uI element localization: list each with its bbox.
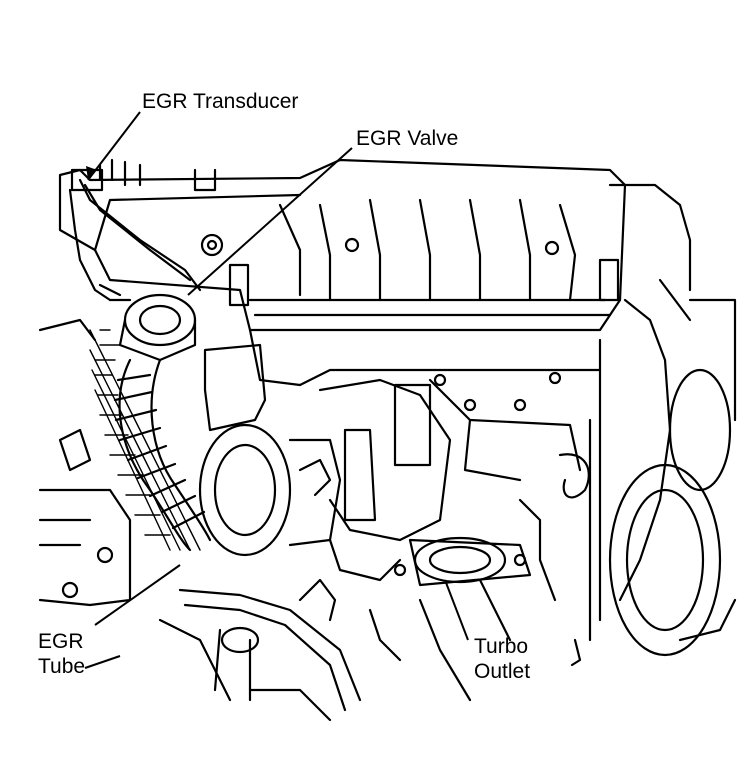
- egr-tube-tail: [84, 655, 121, 669]
- egr-valve-label: EGR Valve: [356, 127, 459, 150]
- egr-valve-leader: [187, 147, 353, 296]
- egr-transducer-arrowhead: [86, 166, 97, 180]
- turbo-outlet-leader: [444, 579, 469, 641]
- egr-tube-label-line2: Tube: [38, 655, 86, 678]
- engine-block: [248, 328, 602, 482]
- turbo-outlet-flange: [393, 536, 532, 587]
- intake-manifold: [58, 158, 627, 332]
- lower-pipes: [158, 578, 472, 722]
- turbo-outlet-label-line2: Outlet: [474, 660, 531, 683]
- turbo-outlet-label-line1: Turbo: [474, 635, 529, 658]
- egr-transducer-hose: [68, 168, 202, 302]
- egr-transducer-leader: [87, 111, 141, 181]
- egr-tube-leader: [94, 564, 181, 626]
- engine-block-right: [588, 183, 737, 657]
- egr-valve-part: [98, 283, 197, 362]
- leader-arrowheads: [86, 166, 97, 180]
- egr-tube-label-line1: EGR: [38, 630, 84, 653]
- right-hoses: [478, 278, 692, 667]
- turbocharger: [198, 343, 452, 582]
- egr-transducer-label: EGR Transducer: [142, 90, 299, 113]
- leader-lines: [84, 111, 469, 669]
- lower-left-components: [38, 318, 132, 607]
- heat-shield-hatching: [89, 329, 201, 551]
